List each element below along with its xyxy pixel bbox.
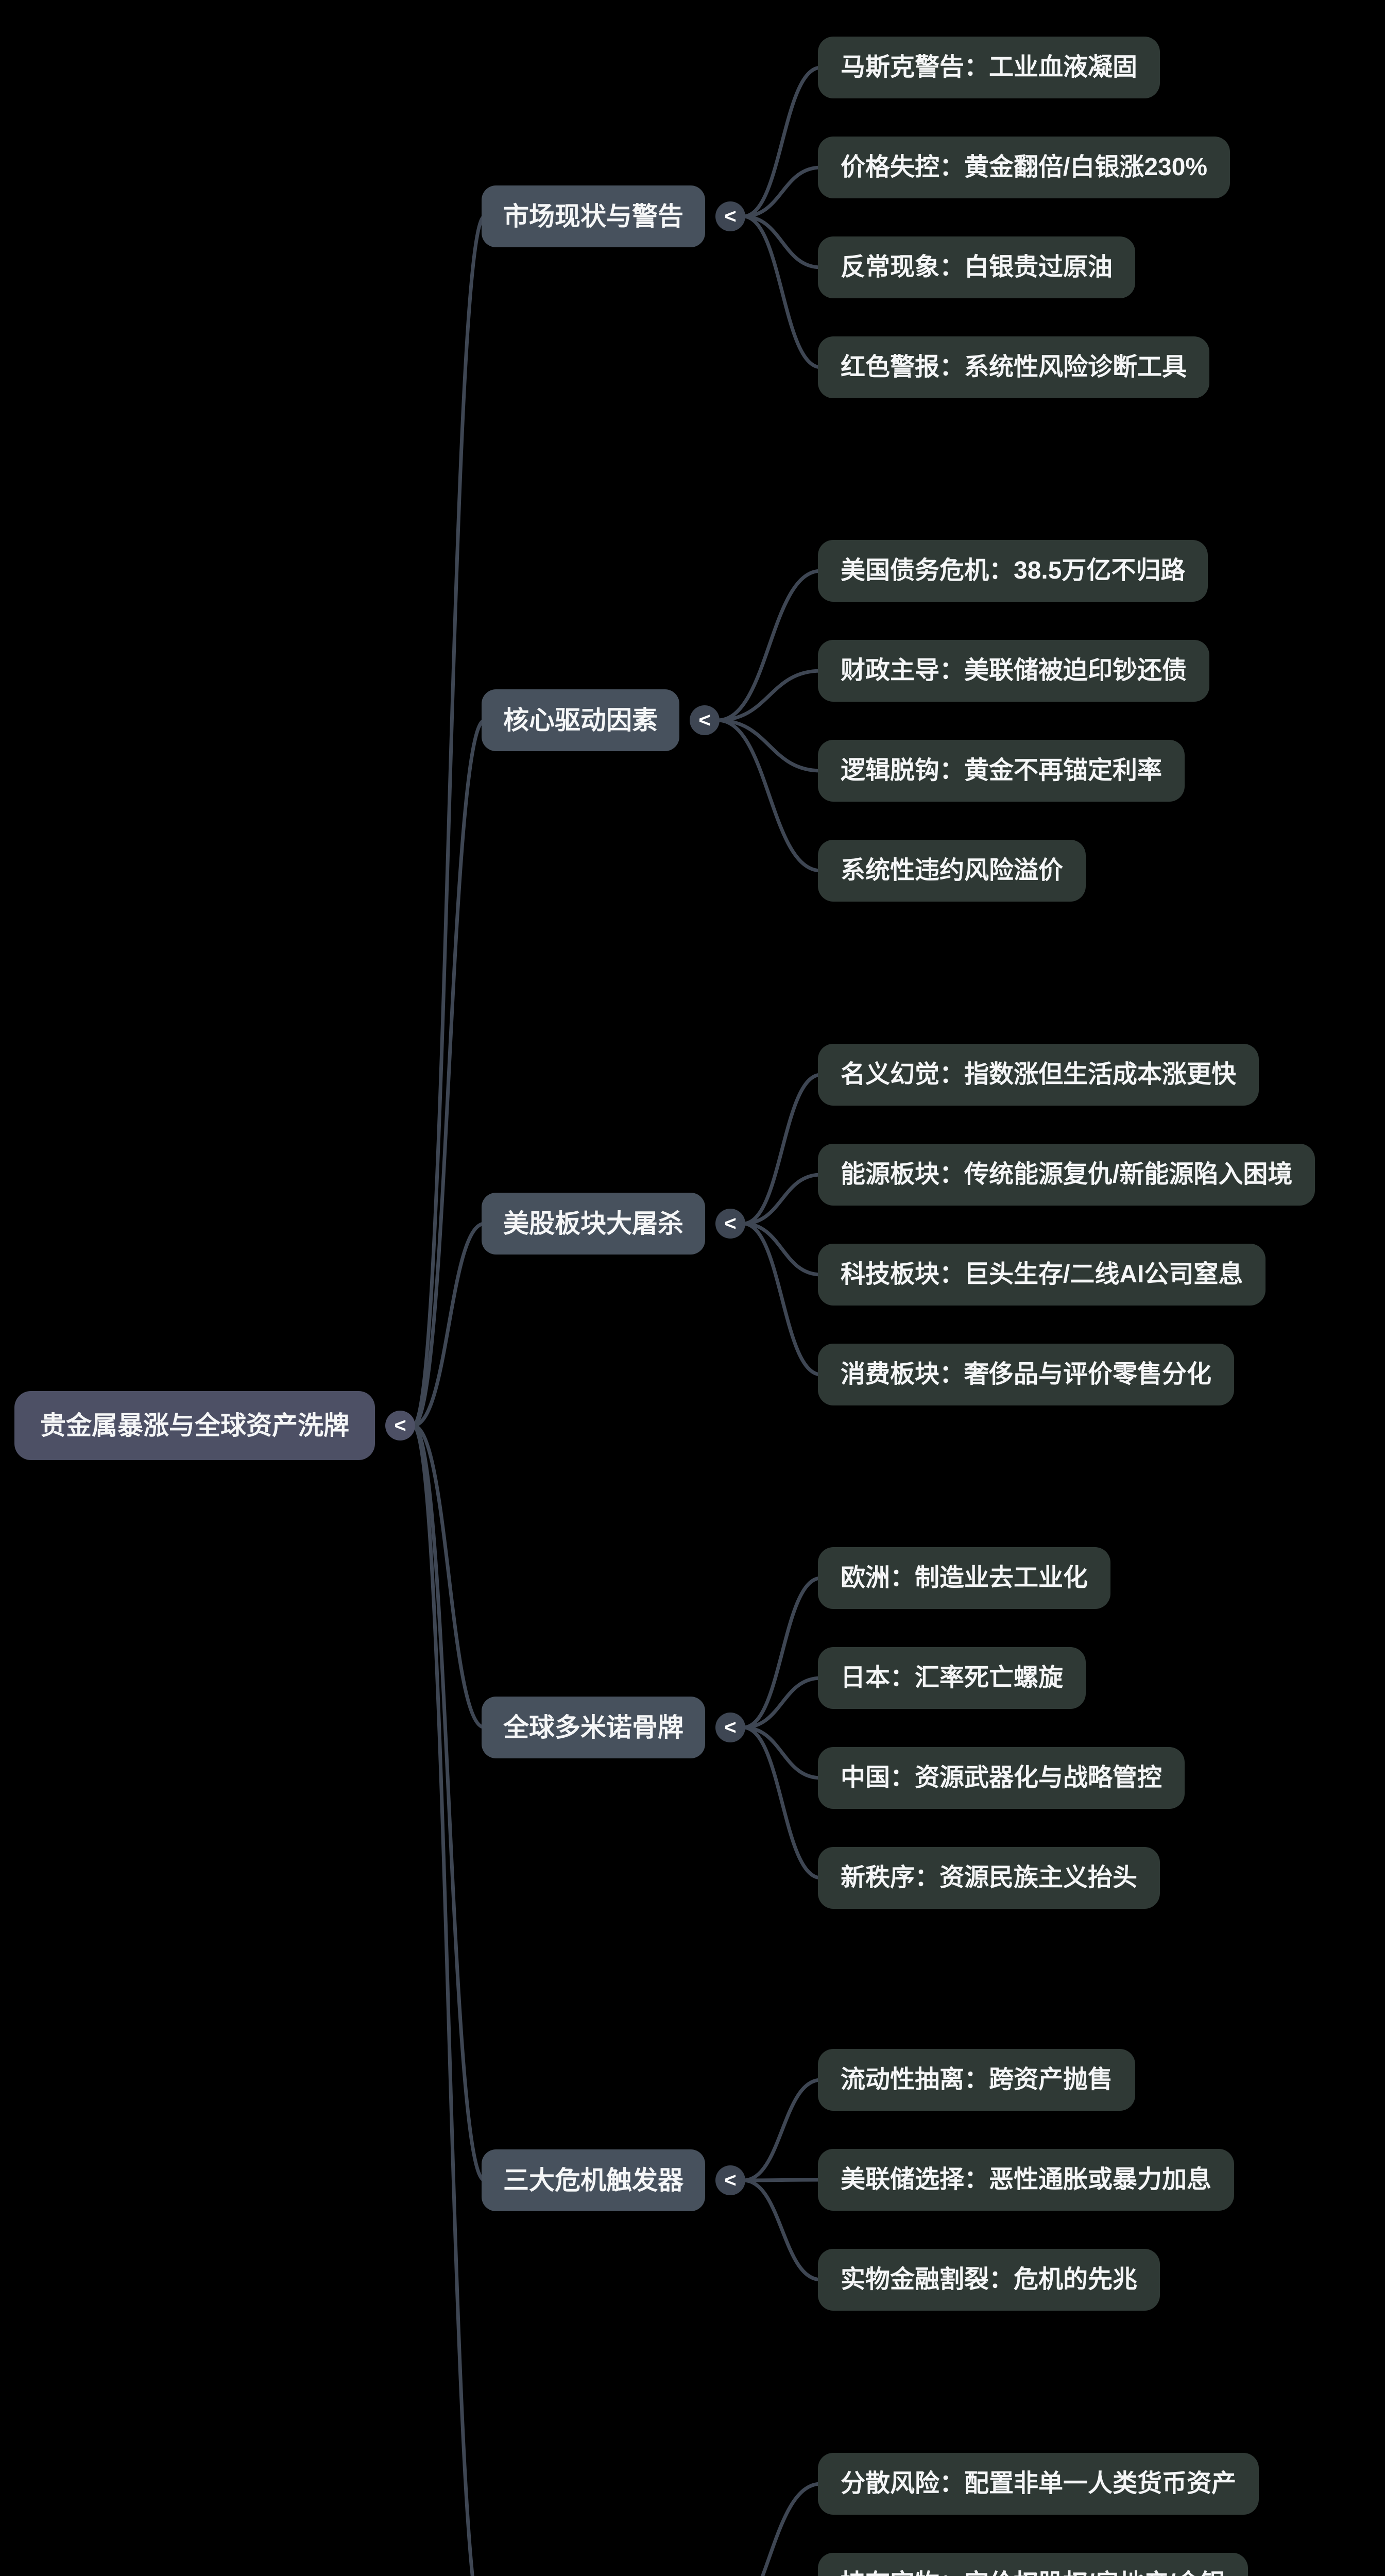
child-node[interactable]: 名义幻觉：指数涨但生活成本涨更快 bbox=[818, 1044, 1259, 1106]
connector-line bbox=[411, 1222, 487, 1428]
child-node[interactable]: 分散风险：配置非单一人类货币资产 bbox=[818, 2453, 1259, 2515]
child-node-label: 日本：汇率死亡螺旋 bbox=[841, 1664, 1064, 1691]
root-node[interactable]: 贵金属暴涨与全球资产洗牌 < bbox=[14, 1391, 415, 1460]
child-node-label: 欧洲：制造业去工业化 bbox=[841, 1564, 1088, 1591]
child-node[interactable]: 日本：汇率死亡螺旋 bbox=[818, 1647, 1086, 1709]
child-node-label: 系统性违约风险溢价 bbox=[841, 857, 1064, 884]
connector-line bbox=[741, 1073, 823, 1226]
child-node[interactable]: 价格失控：黄金翻倍/白银涨230% bbox=[818, 137, 1230, 198]
child-node-label: 财政主导：美联储被迫印钞还债 bbox=[841, 657, 1187, 684]
child-node[interactable]: 马斯克警告：工业血液凝固 bbox=[818, 37, 1160, 98]
child-node-label: 持有实物：定价权股权/房地产/金银 bbox=[841, 2553, 1225, 2576]
connector-line bbox=[411, 214, 487, 1428]
branch-node-us-sectors[interactable]: 美股板块大屠杀 < bbox=[482, 1193, 745, 1255]
child-node-label: 价格失控：黄金翻倍/白银涨230% bbox=[841, 154, 1208, 181]
connector-line bbox=[715, 669, 823, 722]
connector-line bbox=[741, 214, 823, 369]
connector-line bbox=[741, 65, 823, 218]
child-node-label: 实物金融割裂：危机的先兆 bbox=[841, 2266, 1138, 2293]
child-node-label: 消费板块：奢侈品与评价零售分化 bbox=[841, 1361, 1212, 1388]
child-node-label: 红色警报：系统性风险诊断工具 bbox=[841, 353, 1187, 381]
child-node[interactable]: 实物金融割裂：危机的先兆 bbox=[818, 2249, 1160, 2311]
child-node[interactable]: 持有实物：定价权股权/房地产/金银 bbox=[818, 2553, 1248, 2576]
child-node-label: 逻辑脱钩：黄金不再锚定利率 bbox=[841, 757, 1162, 784]
child-node[interactable]: 财政主导：美联储被迫印钞还债 bbox=[818, 640, 1210, 702]
child-node-label: 马斯克警告：工业血液凝固 bbox=[841, 54, 1138, 81]
connector-line bbox=[760, 2482, 823, 2576]
connector-line bbox=[411, 718, 487, 1428]
root-node-label: 贵金属暴涨与全球资产洗牌 bbox=[40, 1411, 349, 1440]
branch-node-label: 全球多米诺骨牌 bbox=[503, 1713, 683, 1742]
branch-node-label: 市场现状与警告 bbox=[503, 202, 683, 231]
connector-line bbox=[411, 1423, 474, 2576]
connector-line bbox=[741, 1222, 823, 1377]
collapse-button[interactable]: < bbox=[385, 1411, 415, 1440]
collapse-button[interactable]: < bbox=[715, 1713, 745, 1742]
connector-line bbox=[741, 1725, 823, 1880]
child-node-label: 科技板块：巨头生存/二线AI公司窒息 bbox=[841, 1261, 1243, 1288]
branch-node-label: 核心驱动因素 bbox=[503, 706, 658, 735]
connector-line bbox=[741, 1676, 823, 1730]
connector-line bbox=[741, 2178, 823, 2282]
child-node-label: 流动性抽离：跨资产抛售 bbox=[841, 2066, 1113, 2093]
branch-node-market-warning[interactable]: 市场现状与警告 < bbox=[482, 185, 745, 247]
child-node[interactable]: 新秩序：资源民族主义抬头 bbox=[818, 1847, 1160, 1909]
collapse-button[interactable]: < bbox=[715, 1209, 745, 1239]
branch-node-core-drivers[interactable]: 核心驱动因素 < bbox=[482, 689, 720, 751]
connector-line bbox=[715, 718, 823, 873]
child-node[interactable]: 科技板块：巨头生存/二线AI公司窒息 bbox=[818, 1244, 1266, 1306]
child-node-label: 新秩序：资源民族主义抬头 bbox=[841, 1864, 1138, 1891]
child-node-label: 反常现象：白银贵过原油 bbox=[841, 253, 1113, 281]
connector-line bbox=[741, 165, 823, 218]
child-node[interactable]: 美国债务危机：38.5万亿不归路 bbox=[818, 540, 1208, 602]
branch-node-global-dominoes[interactable]: 全球多米诺骨牌 < bbox=[482, 1697, 745, 1758]
collapse-button[interactable]: < bbox=[690, 705, 720, 735]
connector-line bbox=[715, 718, 823, 773]
connector-line bbox=[741, 1173, 823, 1226]
child-node[interactable]: 美联储选择：恶性通胀或暴力加息 bbox=[818, 2149, 1235, 2211]
child-node[interactable]: 中国：资源武器化与战略管控 bbox=[818, 1747, 1185, 1809]
child-node-label: 分散风险：配置非单一人类货币资产 bbox=[841, 2470, 1237, 2497]
connector-line bbox=[741, 214, 823, 269]
connector-line bbox=[741, 1576, 823, 1730]
connector-line bbox=[741, 2078, 823, 2182]
child-node[interactable]: 反常现象：白银贵过原油 bbox=[818, 236, 1136, 298]
connector-line bbox=[715, 569, 823, 722]
connector-line bbox=[741, 1222, 823, 1277]
child-node[interactable]: 流动性抽离：跨资产抛售 bbox=[818, 2049, 1136, 2111]
child-node-label: 美联储选择：恶性通胀或暴力加息 bbox=[841, 2166, 1212, 2193]
connector-line bbox=[411, 1423, 487, 2182]
child-node-label: 能源板块：传统能源复仇/新能源陷入困境 bbox=[841, 1161, 1293, 1188]
child-node[interactable]: 红色警报：系统性风险诊断工具 bbox=[818, 336, 1210, 398]
branch-node-crisis-triggers[interactable]: 三大危机触发器 < bbox=[482, 2149, 745, 2211]
child-node-label: 中国：资源武器化与战略管控 bbox=[841, 1764, 1162, 1791]
child-node[interactable]: 欧洲：制造业去工业化 bbox=[818, 1547, 1111, 1609]
connector-line bbox=[411, 1423, 487, 1730]
child-node-label: 名义幻觉：指数涨但生活成本涨更快 bbox=[841, 1061, 1237, 1088]
branch-node-label: 美股板块大屠杀 bbox=[503, 1209, 683, 1238]
child-node[interactable]: 能源板块：传统能源复仇/新能源陷入困境 bbox=[818, 1144, 1315, 1206]
branch-node-label: 三大危机触发器 bbox=[503, 2166, 683, 2195]
child-node[interactable]: 系统性违约风险溢价 bbox=[818, 840, 1086, 902]
collapse-button[interactable]: < bbox=[715, 2165, 745, 2195]
child-node-label: 美国债务危机：38.5万亿不归路 bbox=[841, 557, 1186, 584]
connector-line bbox=[741, 1725, 823, 1780]
child-node[interactable]: 逻辑脱钩：黄金不再锚定利率 bbox=[818, 740, 1185, 802]
child-node[interactable]: 消费板块：奢侈品与评价零售分化 bbox=[818, 1344, 1235, 1405]
collapse-button[interactable]: < bbox=[715, 201, 745, 231]
